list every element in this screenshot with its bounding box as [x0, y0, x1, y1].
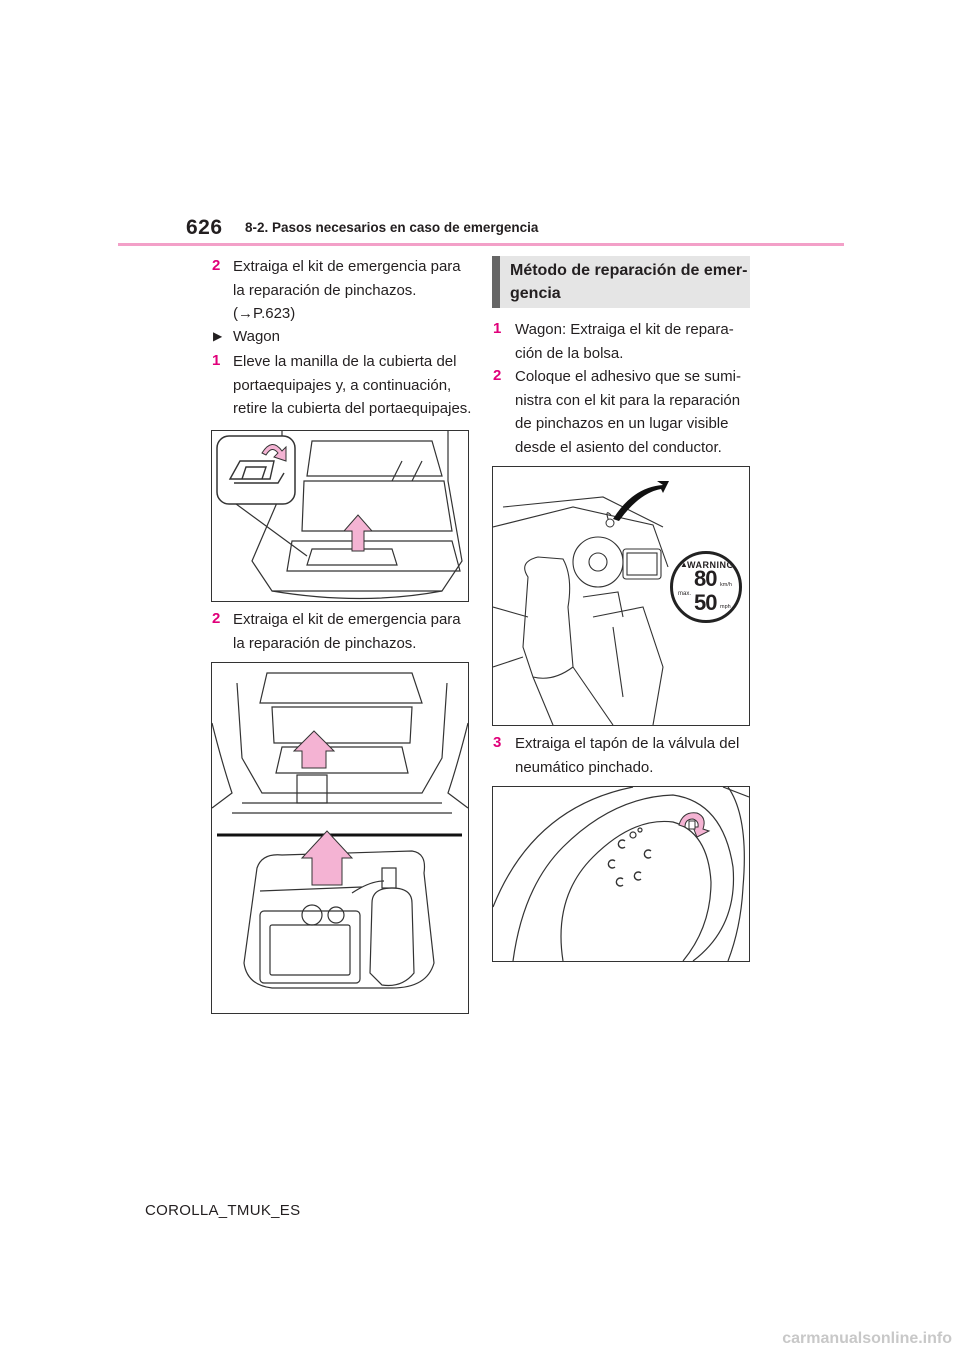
unit-kmh: km/h [720, 582, 732, 588]
step-number: 1 [212, 352, 221, 369]
header-divider [118, 243, 844, 246]
document-id: COROLLA_TMUK_ES [145, 1202, 301, 1219]
dashboard-sticker-illustration: WARNING ▲ max. 80 km/h 50 mph [492, 466, 750, 726]
valve-cap-illustration [492, 786, 750, 962]
step-text: Extraiga el kit de emergencia para la re… [233, 255, 461, 326]
heading-line: Método de reparación de emer- [510, 262, 748, 279]
step-line: retire la cubierta del portaequipajes. [233, 400, 472, 417]
warning-triangle-icon: ▲ [680, 560, 688, 569]
step-line: Wagon: Extraiga el kit de repara- [515, 321, 734, 338]
warning-title: WARNING [687, 560, 734, 570]
unit-mph: mph [720, 604, 731, 610]
step-number: 2 [212, 257, 221, 274]
step-line: neumático pinchado. [515, 758, 654, 776]
step-text: Wagon: Extraiga el kit de repara- ción d… [515, 318, 734, 365]
step-number: 2 [212, 610, 221, 627]
wheel-drawing [493, 787, 749, 961]
step-text: Coloque el adhesivo que se sumi- nistra … [515, 365, 741, 459]
step-number: 2 [493, 367, 502, 384]
step-line: Extraiga el kit de emergencia para [233, 611, 461, 628]
step-line: nistra con el kit para la reparación [515, 391, 741, 409]
step-line: la reparación de pinchazos. [233, 634, 417, 652]
step-line: Eleve la manilla de la cubierta del [233, 353, 457, 370]
step-line: la reparación de pinchazos. [233, 281, 417, 299]
page-reference: (→P.623) [233, 305, 296, 322]
subsection-label: Wagon [233, 328, 280, 345]
step-line: Extraiga el tapón de la válvula del [515, 735, 740, 752]
repair-kit-bag-drawing [212, 672, 468, 989]
page-number: 626 [186, 216, 223, 239]
step-number: 3 [493, 734, 502, 751]
step-number: 1 [493, 320, 502, 337]
section-heading: Método de reparación de emer- gencia [492, 256, 750, 308]
trunk-cover-illustration [211, 430, 469, 602]
step-text: Eleve la manilla de la cubierta del port… [233, 350, 471, 421]
step-line: de pinchazos en un lugar visible [515, 415, 729, 432]
trunk-cover-drawing [216, 431, 463, 600]
warning-sticker: WARNING ▲ max. 80 km/h 50 mph [670, 551, 742, 623]
watermark: carmanualsonline.info [782, 1330, 952, 1347]
max-label: max. [678, 591, 692, 597]
heading-line: gencia [510, 285, 561, 302]
dashboard-drawing [493, 481, 669, 725]
step-line: Coloque el adhesivo que se sumi- [515, 368, 741, 385]
step-line: portaequipajes y, a continuación, [233, 376, 452, 394]
step-text: Extraiga el kit de emergencia para la re… [233, 608, 461, 655]
step-line: Extraiga el kit de emergencia para [233, 258, 461, 275]
speed-mph: 50 [694, 590, 718, 615]
step-line: desde el asiento del conductor. [515, 438, 722, 456]
step-line: ción de la bolsa. [515, 344, 624, 362]
speed-kmh: 80 [694, 566, 718, 591]
bullet-triangle-icon: ▶ [213, 329, 223, 343]
section-title: 8-2. Pasos necesarios en caso de emergen… [245, 220, 539, 235]
step-text: Extraiga el tapón de la válvula del neum… [515, 732, 739, 779]
repair-kit-bag-illustration [211, 662, 469, 1014]
